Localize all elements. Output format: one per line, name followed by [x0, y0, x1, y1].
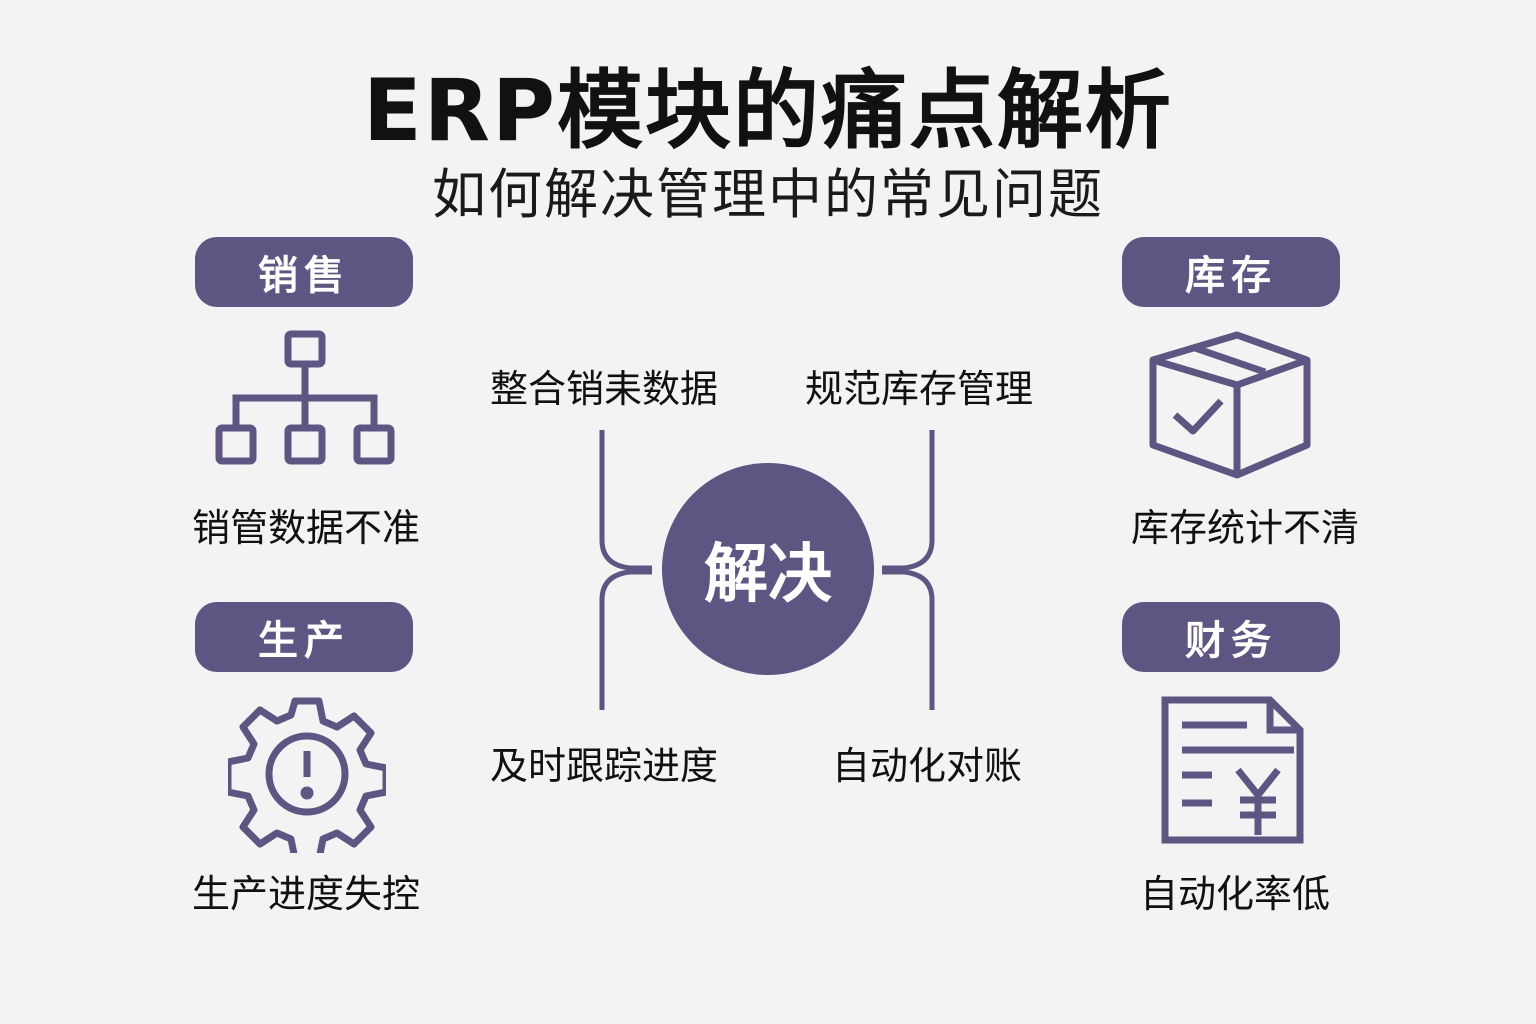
invoice-yen-icon [1161, 696, 1304, 844]
gear-alert-icon [228, 697, 386, 853]
connector-brackets [599, 430, 935, 710]
module-inventory-badge: 库存 [1122, 237, 1340, 307]
hierarchy-icon [215, 330, 395, 465]
module-production-badge: 生产 [195, 602, 413, 672]
problem-sales: 销管数据不准 [191, 506, 420, 550]
solution-1: 整合销耒数据 [490, 367, 719, 411]
page-subtitle: 如何解决管理中的常见问题 [432, 163, 1104, 226]
problem-inventory: 库存统计不清 [1130, 506, 1359, 550]
box-check-icon [1149, 331, 1311, 479]
solution-3: 及时跟踪进度 [490, 744, 719, 788]
page-title: ERP模块的痛点解析 [363, 61, 1173, 161]
module-finance-badge: 财务 [1122, 602, 1340, 672]
problem-production: 生产进度失控 [191, 872, 420, 916]
center-solve-circle: 解决 [662, 463, 874, 675]
module-sales-badge: 销售 [195, 237, 413, 307]
solution-2: 规范库存管理 [805, 367, 1034, 411]
solution-4: 自动化对账 [832, 744, 1023, 788]
problem-finance: 自动化率低 [1139, 872, 1330, 916]
